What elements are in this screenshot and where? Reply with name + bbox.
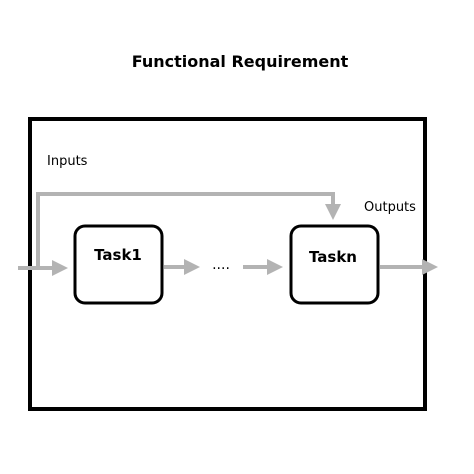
taskn-box — [289, 224, 380, 305]
task1-node: Task1 — [73, 224, 164, 305]
taskn-label: Taskn — [309, 248, 357, 266]
task1-label: Task1 — [94, 246, 142, 264]
feedforward-arrow — [36, 192, 341, 268]
diagram-title: Functional Requirement — [132, 52, 349, 71]
inputs-label: Inputs — [47, 154, 88, 169]
outputs-label: Outputs — [364, 200, 416, 215]
task1-box — [73, 224, 164, 305]
taskn-node: Taskn — [289, 224, 380, 305]
ellipsis-label: .... — [212, 257, 230, 273]
